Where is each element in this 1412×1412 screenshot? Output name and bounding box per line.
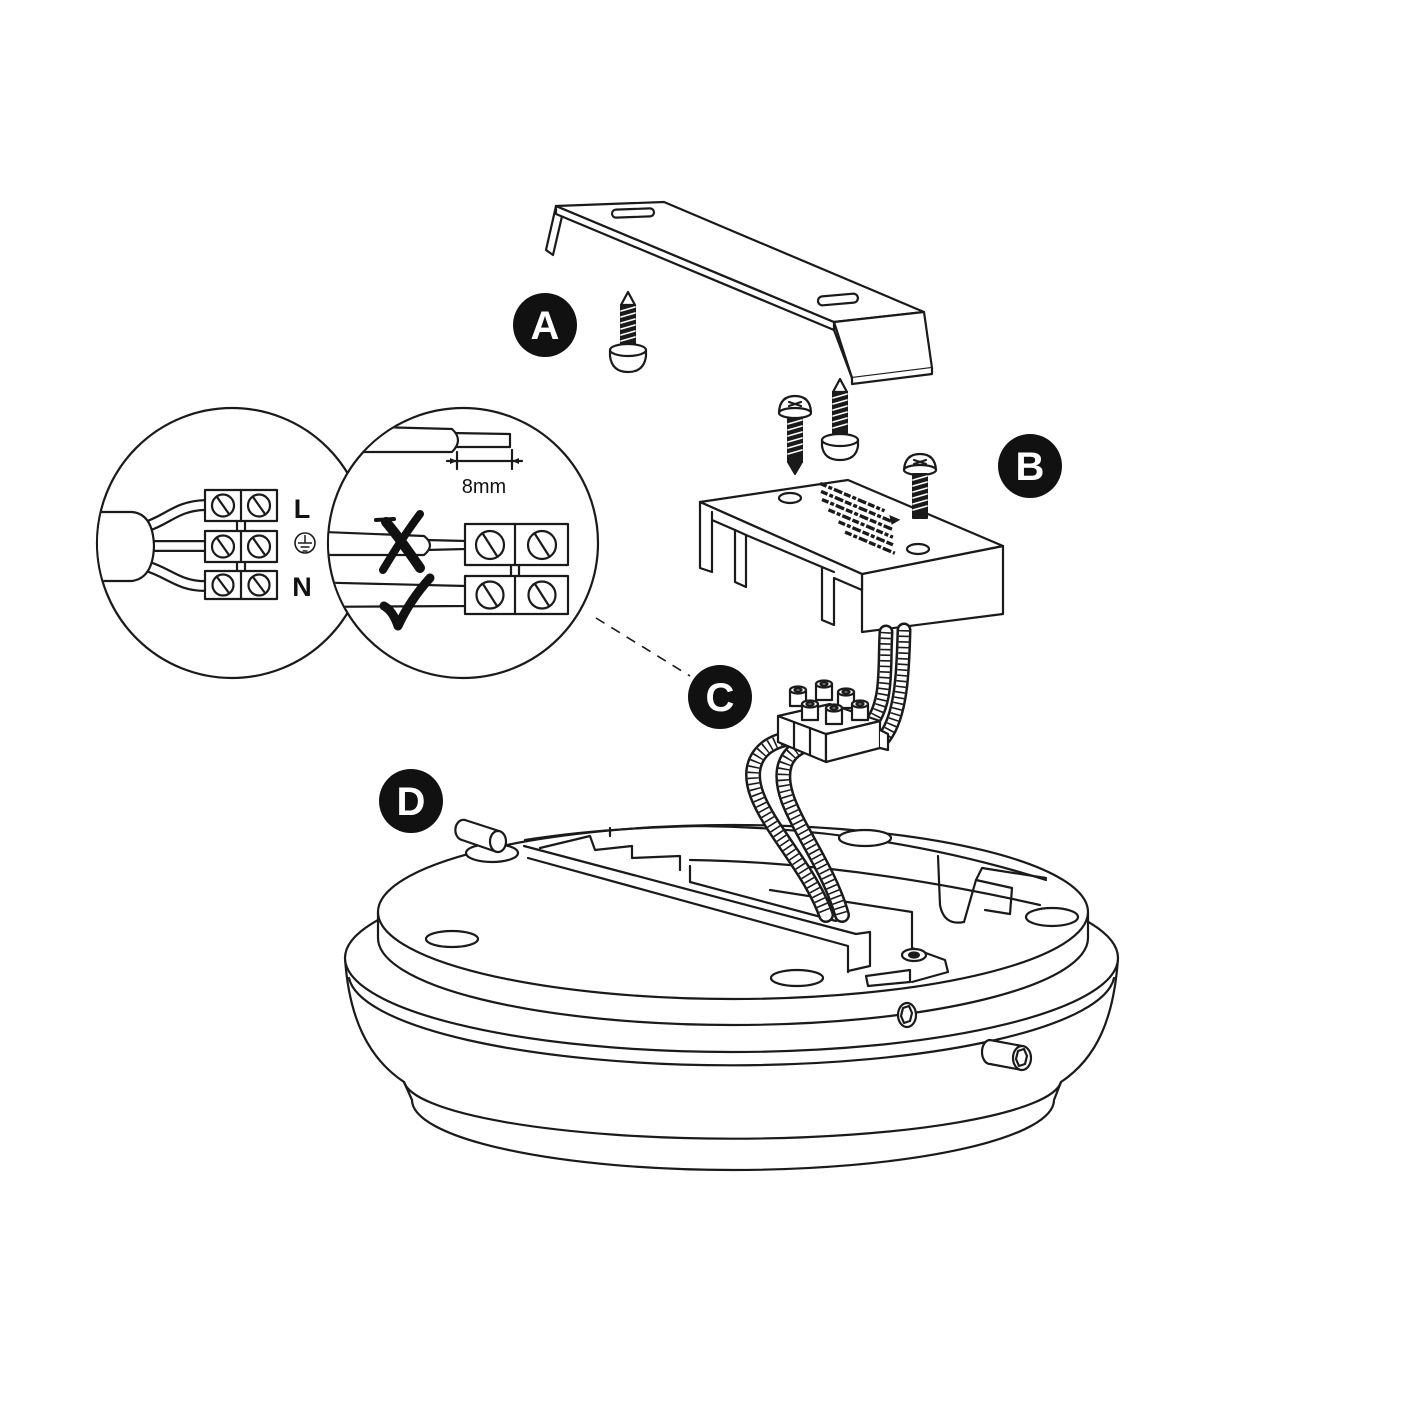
callout-badge-c: C [688,665,752,729]
terminal-post [850,699,870,722]
bracket-slot [610,207,656,219]
wiring-detail-terminals: L N [95,406,369,680]
terminal-screw-icon [526,529,558,561]
cross-mark-icon [374,510,425,574]
screw-a [608,290,648,374]
svg-text:B: B [1016,445,1045,489]
bracket-slot [816,292,859,307]
mounting-hole [1024,906,1080,928]
mounting-hole [769,968,825,988]
mounting-hole [837,828,893,848]
terminal-screw-icon [211,573,235,597]
mounting-bracket [544,200,934,386]
svg-text:C: C [706,676,735,720]
terminal-strip-2way [463,522,570,616]
callout-badge-d: D [379,769,443,833]
terminal-post [824,703,844,726]
terminal-screw-icon [210,493,236,518]
callout-leader-dashed [595,617,691,677]
side-set-screw [980,1038,1033,1072]
check-mark-icon [379,573,435,631]
neutral-label: N [292,572,312,602]
locating-pin [454,818,508,854]
screw-down-left [777,394,813,475]
mounting-hole [424,929,480,949]
terminal-screw-icon [247,573,271,597]
screw-boss [900,947,928,963]
live-label: L [294,494,311,524]
svg-text:A: A [531,304,560,348]
terminal-post [814,679,834,702]
callout-badge-b: B [998,434,1062,498]
terminal-screw-icon [246,534,272,559]
luminaire-base [343,823,1120,1172]
side-nut [896,1001,918,1029]
box-hole [905,542,931,556]
box-hole [777,491,803,505]
strip-dimension [445,448,524,471]
terminal-screw-icon [475,580,505,610]
screw-up-right [820,377,860,462]
callout-badge-a: A [513,293,577,357]
terminal-screw-icon [246,493,272,518]
terminal-strip-3way [203,488,279,601]
svg-text:D: D [397,780,426,824]
terminal-post [800,699,820,722]
supply-cable [98,510,156,583]
terminal-post [836,687,856,710]
screw-box [902,452,938,519]
terminal-screw-icon [210,534,236,559]
wiring-detail-strip: 8mm [326,406,600,680]
junction-box [698,478,1005,634]
terminal-block [776,679,890,764]
earth-ground-icon [294,532,316,554]
strip-length-label: 8mm [462,476,506,498]
braided-cables [745,622,912,923]
terminal-screw-icon [527,580,557,610]
terminal-screw-icon [474,529,506,561]
